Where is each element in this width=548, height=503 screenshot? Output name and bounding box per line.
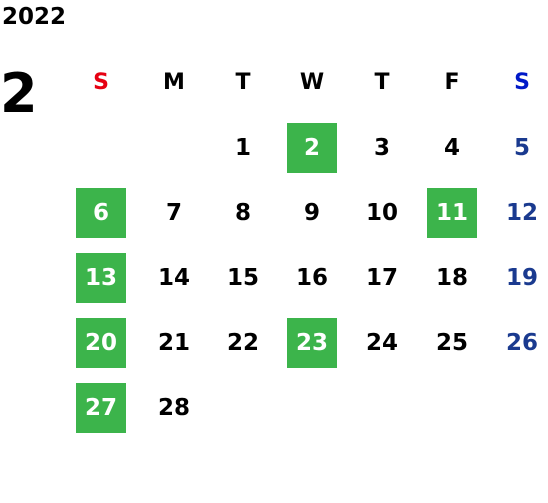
day-number: 22 bbox=[226, 329, 259, 356]
day-number: 7 bbox=[165, 199, 182, 226]
day-number: 12 bbox=[505, 199, 538, 226]
day-18[interactable]: 18 bbox=[417, 245, 487, 310]
day-number: 18 bbox=[435, 264, 468, 291]
day-number: 14 bbox=[157, 264, 190, 291]
year-label: 2022 bbox=[2, 4, 67, 30]
day-1[interactable]: 1 bbox=[208, 115, 278, 180]
week-row: 13 14 15 16 17 18 19 bbox=[66, 245, 548, 310]
day-9[interactable]: 9 bbox=[277, 180, 347, 245]
day-3[interactable]: 3 bbox=[347, 115, 417, 180]
day-number: 1 bbox=[234, 134, 251, 161]
day-27[interactable]: 27 bbox=[66, 375, 136, 440]
day-number: 23 bbox=[287, 317, 337, 368]
day-number: 6 bbox=[76, 187, 126, 238]
day-number: 5 bbox=[513, 134, 530, 161]
day-28[interactable]: 28 bbox=[139, 375, 209, 440]
day-number: 17 bbox=[365, 264, 398, 291]
day-22[interactable]: 22 bbox=[208, 310, 278, 375]
weekday-header-sat: S bbox=[514, 70, 530, 95]
day-number: 27 bbox=[76, 382, 126, 433]
day-number: 3 bbox=[373, 134, 390, 161]
day-number: 13 bbox=[76, 252, 126, 303]
day-21[interactable]: 21 bbox=[139, 310, 209, 375]
weekday-header-wed: W bbox=[299, 70, 325, 95]
day-5[interactable]: 5 bbox=[487, 115, 548, 180]
week-row: 1 2 3 4 5 bbox=[66, 115, 548, 180]
weekday-header-sun: S bbox=[93, 70, 109, 95]
week-row: 27 28 bbox=[66, 375, 548, 440]
day-number: 11 bbox=[427, 187, 477, 238]
day-number: 10 bbox=[365, 199, 398, 226]
day-8[interactable]: 8 bbox=[208, 180, 278, 245]
day-24[interactable]: 24 bbox=[347, 310, 417, 375]
day-10[interactable]: 10 bbox=[347, 180, 417, 245]
day-4[interactable]: 4 bbox=[417, 115, 487, 180]
day-7[interactable]: 7 bbox=[139, 180, 209, 245]
weekday-header-tue: T bbox=[235, 70, 251, 95]
day-2[interactable]: 2 bbox=[277, 115, 347, 180]
day-14[interactable]: 14 bbox=[139, 245, 209, 310]
day-number: 9 bbox=[303, 199, 320, 226]
day-26[interactable]: 26 bbox=[487, 310, 548, 375]
day-16[interactable]: 16 bbox=[277, 245, 347, 310]
day-number: 19 bbox=[505, 264, 538, 291]
day-number: 16 bbox=[295, 264, 328, 291]
week-row: 20 21 22 23 24 25 26 bbox=[66, 310, 548, 375]
day-23[interactable]: 23 bbox=[277, 310, 347, 375]
day-number: 26 bbox=[505, 329, 538, 356]
day-11[interactable]: 11 bbox=[417, 180, 487, 245]
day-number: 4 bbox=[443, 134, 460, 161]
day-25[interactable]: 25 bbox=[417, 310, 487, 375]
day-13[interactable]: 13 bbox=[66, 245, 136, 310]
day-number: 24 bbox=[365, 329, 398, 356]
day-20[interactable]: 20 bbox=[66, 310, 136, 375]
day-number: 25 bbox=[435, 329, 468, 356]
day-number: 21 bbox=[157, 329, 190, 356]
week-row: 6 7 8 9 10 11 12 bbox=[66, 180, 548, 245]
day-number: 20 bbox=[76, 317, 126, 368]
day-19[interactable]: 19 bbox=[487, 245, 548, 310]
day-12[interactable]: 12 bbox=[487, 180, 548, 245]
day-15[interactable]: 15 bbox=[208, 245, 278, 310]
day-number: 28 bbox=[157, 394, 190, 421]
day-17[interactable]: 17 bbox=[347, 245, 417, 310]
month-number: 2 bbox=[0, 62, 38, 125]
day-number: 15 bbox=[226, 264, 259, 291]
day-number: 8 bbox=[234, 199, 251, 226]
day-number: 2 bbox=[287, 122, 337, 173]
weekday-header-fri: F bbox=[444, 70, 460, 95]
weekday-header-thu: T bbox=[374, 70, 390, 95]
weekday-header-mon: M bbox=[163, 70, 185, 95]
day-6[interactable]: 6 bbox=[66, 180, 136, 245]
